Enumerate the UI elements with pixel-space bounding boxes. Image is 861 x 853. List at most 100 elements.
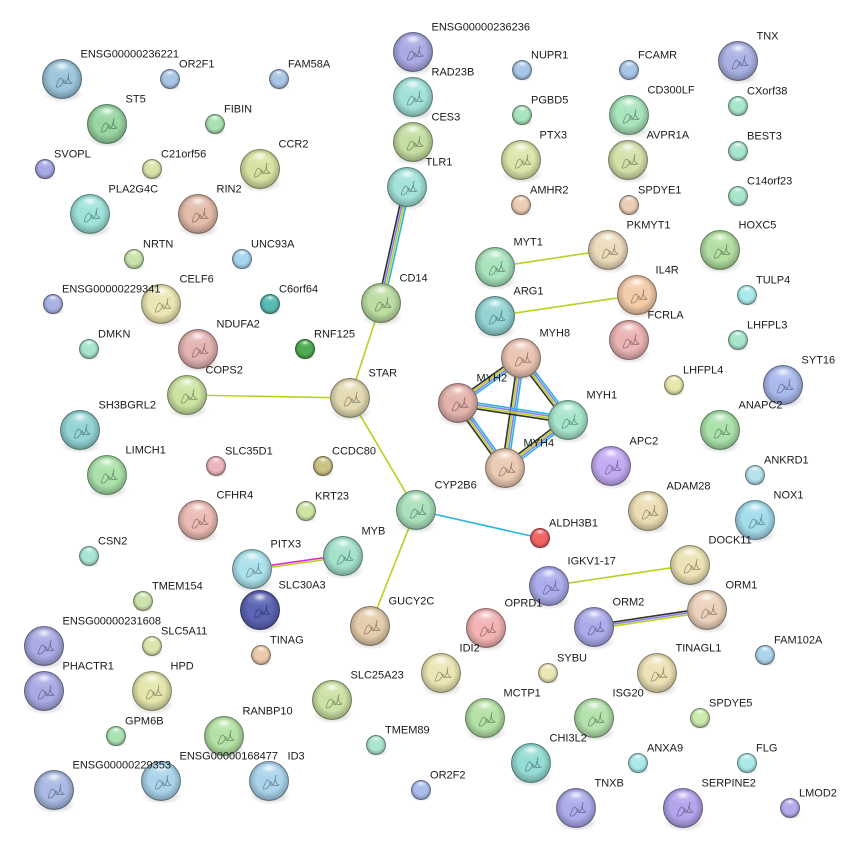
node-c14orf23[interactable] [728,186,749,208]
node-svopl[interactable] [35,159,56,181]
node-ankrd1[interactable] [745,465,766,487]
node-idi2[interactable] [421,653,463,697]
node-syt16[interactable] [763,365,805,409]
node-slc30a3[interactable] [240,590,282,634]
node-tnxb[interactable] [556,788,598,832]
node-rin2[interactable] [178,194,220,238]
node-tmem89[interactable] [366,735,387,757]
node-cxorf38[interactable] [728,96,749,118]
node-phactr1[interactable] [24,671,66,715]
node-nox1[interactable] [735,500,777,544]
edge-cyp2b6-aldh3b1[interactable] [415,509,541,539]
node-hoxc5[interactable] [700,230,742,274]
node-aldh3b1[interactable] [530,528,551,550]
node-myt1[interactable] [475,247,517,291]
node-limch1[interactable] [87,455,129,499]
node-tulp4[interactable] [737,285,758,307]
node-chi3l2[interactable] [511,743,553,787]
node-flg[interactable] [737,753,758,775]
node-c6orf64[interactable] [260,294,281,316]
node-orm2[interactable] [574,607,616,651]
node-ccr2[interactable] [240,149,282,193]
node-rnf125[interactable] [295,339,316,361]
node-ndufa2[interactable] [178,329,220,373]
node-sybu[interactable] [538,663,559,685]
node-pkmyt1[interactable] [588,230,630,274]
node-ensg00000231608[interactable] [24,626,66,670]
node-myb[interactable] [323,536,365,580]
node-myh4[interactable] [485,448,527,492]
node-rad23b[interactable] [393,77,435,121]
edge-arg1-il4r[interactable] [494,294,638,317]
node-ccdc80[interactable] [313,456,334,478]
node-nrtn[interactable] [124,249,145,271]
node-adam28[interactable] [628,491,670,535]
node-il4r[interactable] [617,275,659,319]
node-cd300lf[interactable] [609,95,651,139]
node-dock11[interactable] [670,545,712,589]
node-ces3[interactable] [393,122,435,166]
node-tnx[interactable] [718,41,760,85]
node-fam102a[interactable] [755,645,776,667]
node-ensg00000168477[interactable] [141,761,183,805]
node-amhr2[interactable] [511,195,532,217]
node-pgbd5[interactable] [512,105,533,127]
node-unc93a[interactable] [232,249,253,271]
node-gucy2c[interactable] [350,606,392,650]
node-myh8[interactable] [501,338,543,382]
node-mctp1[interactable] [465,698,507,742]
node-lmod2[interactable] [780,798,801,820]
node-oprd1[interactable] [466,608,508,652]
node-serpine2[interactable] [663,788,705,832]
node-cyp2b6[interactable] [396,490,438,534]
node-arg1[interactable] [475,296,517,340]
node-ensg00000229353[interactable] [34,770,76,814]
node-hpd[interactable] [132,671,174,715]
node-tinag[interactable] [251,645,272,667]
node-cfhr4[interactable] [178,500,220,544]
node-ensg00000236221[interactable] [42,59,84,103]
node-dmkn[interactable] [79,339,100,361]
node-nupr1[interactable] [512,60,533,82]
node-isg20[interactable] [574,698,616,742]
node-tmem154[interactable] [133,591,154,613]
node-star[interactable] [330,378,372,422]
node-c21orf56[interactable] [142,159,163,181]
node-csn2[interactable] [79,546,100,568]
node-best3[interactable] [728,141,749,163]
node-ptx3[interactable] [501,140,543,184]
node-cd14[interactable] [361,283,403,327]
node-slc5a11[interactable] [142,636,163,658]
node-slc25a23[interactable] [312,680,354,724]
node-pla2g4c[interactable] [70,194,112,238]
edge-igkv1-17-dock11[interactable] [548,564,691,587]
node-ensg00000236236[interactable] [393,32,435,76]
node-slc35d1[interactable] [206,456,227,478]
node-fcrla[interactable] [609,320,651,364]
node-orm1[interactable] [687,590,729,634]
node-id3[interactable] [249,761,291,805]
node-krt23[interactable] [296,501,317,523]
node-st5[interactable] [87,104,129,148]
node-ensg00000229341[interactable] [43,294,64,316]
node-ranbp10[interactable] [204,716,246,760]
node-myh2[interactable] [438,383,480,427]
node-apc2[interactable] [591,446,633,490]
node-anxa9[interactable] [628,753,649,775]
node-fibin[interactable] [205,114,226,136]
node-celf6[interactable] [141,284,183,328]
node-lhfpl4[interactable] [664,375,685,397]
node-avpr1a[interactable] [608,140,650,184]
node-fcamr[interactable] [619,60,640,82]
node-cops2[interactable] [167,375,209,419]
edge-cops2-star[interactable] [186,394,351,399]
node-pitx3[interactable] [232,549,274,593]
node-sh3bgrl2[interactable] [60,410,102,454]
node-myh1[interactable] [548,400,590,444]
node-igkv1-17[interactable] [529,566,571,610]
node-or2f1[interactable] [160,69,181,91]
node-lhfpl3[interactable] [728,330,749,352]
node-fam58a[interactable] [269,69,290,91]
node-spdye5[interactable] [690,708,711,730]
node-tlr1[interactable] [387,167,429,211]
